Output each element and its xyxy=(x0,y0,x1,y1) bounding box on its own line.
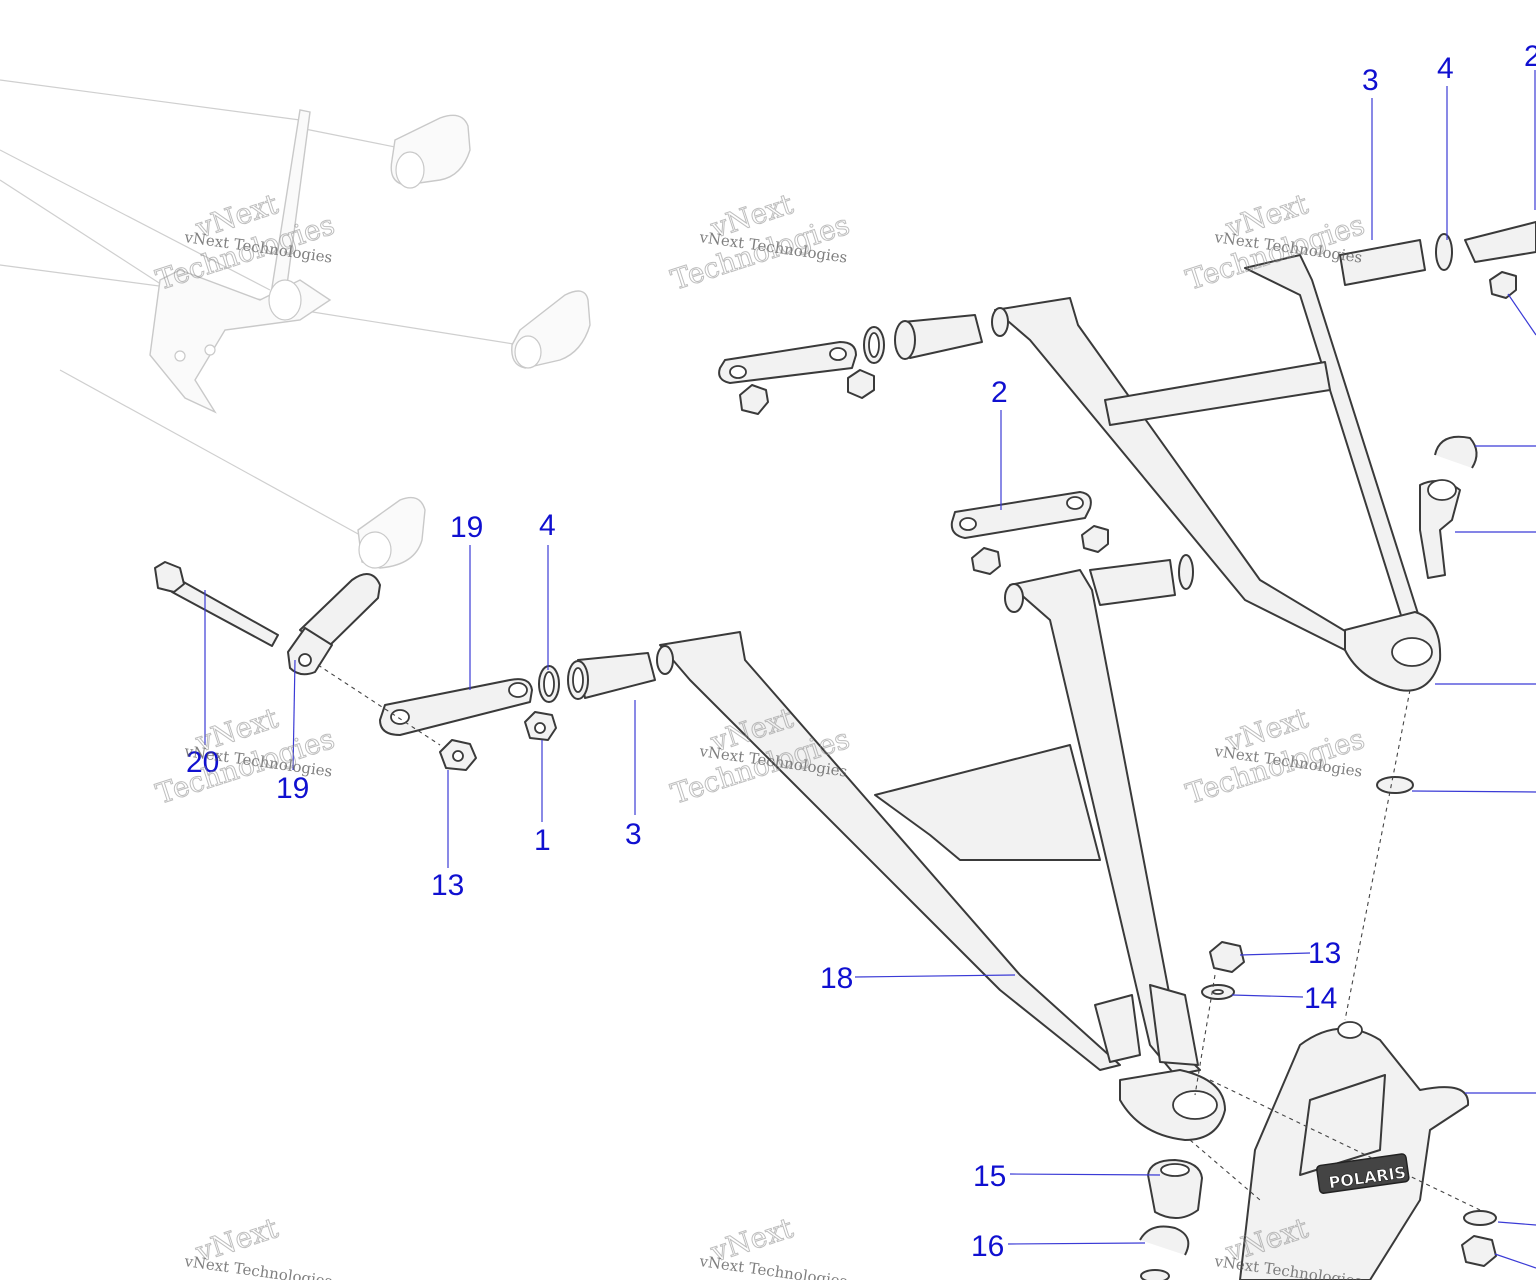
pivot-tube-part-2 xyxy=(950,491,1109,575)
washer-part-4-upper xyxy=(863,326,885,364)
bushing-part-15 xyxy=(1147,1159,1203,1219)
callout-13-left: 13 xyxy=(431,869,464,902)
svg-text:vNext Technologies: vNext Technologies xyxy=(182,1252,333,1280)
snap-ring-part-16 xyxy=(1139,1225,1190,1256)
steering-knuckle: POLARIS xyxy=(1239,1021,1470,1280)
svg-text:vNext Technologies: vNext Technologies xyxy=(697,1252,848,1280)
callout-numbers: 20 19 19 4 13 1 3 18 2 3 4 2 13 14 15 16 xyxy=(186,40,1536,1263)
callout-2-edge: 2 xyxy=(1524,40,1536,73)
washer-upper-right xyxy=(1376,776,1414,794)
callout-3-right: 3 xyxy=(1362,64,1379,97)
washer-part-14 xyxy=(1201,984,1235,1000)
pivot-tube-part-19 xyxy=(379,678,533,736)
watermark-8: vNext vNext Technologies xyxy=(697,1211,848,1280)
callout-15: 15 xyxy=(973,1160,1006,1193)
callout-4-left: 4 xyxy=(539,509,556,542)
callout-14: 14 xyxy=(1304,982,1337,1015)
nut-part-1 xyxy=(524,711,557,741)
callout-18: 18 xyxy=(820,962,853,995)
watermark-4: vNext vNext Technologies Technologies xyxy=(151,701,338,812)
upper-pivot-tube-left xyxy=(718,341,875,415)
callout-13-right: 13 xyxy=(1308,937,1341,970)
bushing-part-3-left xyxy=(567,652,656,700)
watermark-1: vNext vNext Technologies Technologies xyxy=(151,187,338,298)
nut-part-13-lower xyxy=(1209,941,1245,973)
callout-1: 1 xyxy=(534,824,551,857)
watermark-7: vNext vNext Technologies xyxy=(182,1211,333,1280)
frame-background xyxy=(0,79,591,569)
watermark-6: vNext vNext Technologies Technologies xyxy=(1181,701,1368,812)
bolt-part-20 xyxy=(154,561,279,647)
callout-2: 2 xyxy=(991,376,1008,409)
leader-lines xyxy=(204,70,1536,1269)
callout-4-right: 4 xyxy=(1437,52,1454,85)
callout-3-left: 3 xyxy=(625,818,642,851)
watermark-2: vNext vNext Technologies Technologies xyxy=(666,187,853,298)
callout-19-center: 19 xyxy=(450,511,483,544)
bushing-part-3-upper xyxy=(894,314,983,360)
callout-20: 20 xyxy=(186,746,219,779)
callout-16: 16 xyxy=(971,1230,1004,1263)
nut-part-13-left xyxy=(439,739,477,771)
link-part-19-left xyxy=(287,573,381,676)
lower-a-arm-part-18 xyxy=(656,554,1226,1141)
callout-19-left: 19 xyxy=(276,772,309,805)
washer-part-4-left xyxy=(538,665,560,703)
ball-joint-upper xyxy=(1419,435,1478,579)
upper-a-arm xyxy=(991,221,1536,692)
lower-right-hardware xyxy=(1140,1210,1497,1280)
